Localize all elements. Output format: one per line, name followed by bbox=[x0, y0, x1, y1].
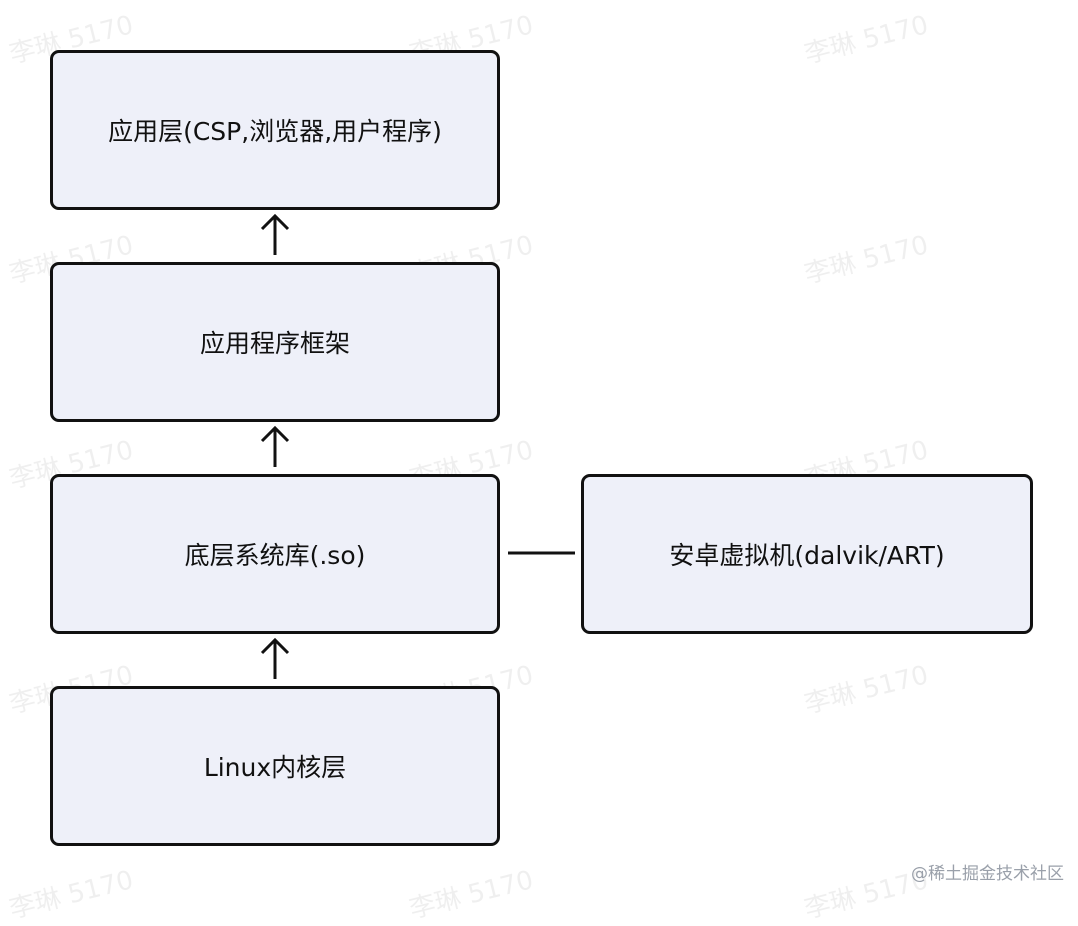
arrow-kernel-to-libraries bbox=[260, 637, 290, 679]
application-layer-label: 应用层(CSP,浏览器,用户程序) bbox=[108, 117, 442, 146]
footer-credit: @稀土掘金技术社区 bbox=[911, 864, 1064, 884]
kernel-layer-label: Linux内核层 bbox=[203, 753, 347, 782]
framework-layer-label: 应用程序框架 bbox=[199, 329, 350, 358]
application-layer-box: 应用层(CSP,浏览器,用户程序) bbox=[50, 50, 500, 210]
architecture-diagram: { "watermark_text": "李琳 5170", "layers":… bbox=[6, 10, 1064, 925]
connector-layer bbox=[260, 213, 575, 679]
libraries-layer-label: 底层系统库(.so) bbox=[184, 541, 366, 570]
virtual-machine-label: 安卓虚拟机(dalvik/ART) bbox=[669, 541, 945, 570]
arrow-framework-to-application bbox=[260, 213, 290, 255]
arrow-libraries-to-framework bbox=[260, 425, 290, 467]
kernel-layer-box: Linux内核层 bbox=[50, 686, 500, 846]
framework-layer-box: 应用程序框架 bbox=[50, 262, 500, 422]
libraries-layer-box: 底层系统库(.so) bbox=[50, 474, 500, 634]
virtual-machine-box: 安卓虚拟机(dalvik/ART) bbox=[581, 474, 1033, 634]
